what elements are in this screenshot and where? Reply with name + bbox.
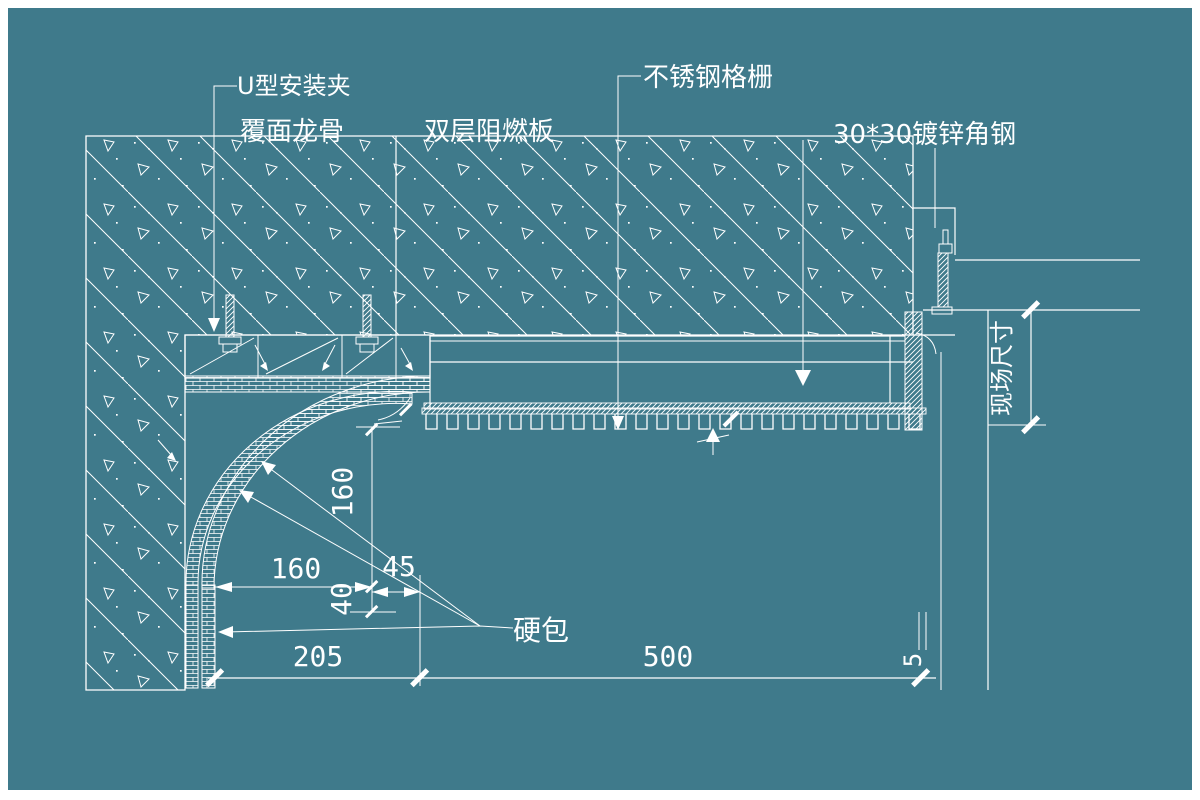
vertical-panel-inner: [201, 584, 216, 689]
anchor-bolt-u-clip: [355, 294, 379, 353]
label-galvanized-angle: 30*30镀锌角钢: [833, 120, 1016, 150]
label-site-dimension: 现场尺寸: [988, 320, 1016, 416]
text-labels: U型安装夹 覆面龙骨 双层阻燃板 不锈钢格栅 30*30镀锌角钢 硬包 现场尺寸…: [237, 63, 1016, 673]
grille-field-mark: [696, 410, 740, 455]
hard-panel-leader-arc2: [241, 491, 481, 627]
u-clip-leader: [213, 85, 237, 324]
dim-160-horizontal: 160: [271, 552, 322, 585]
label-double-fire-board: 双层阻燃板: [424, 117, 554, 147]
dim-40: 40: [325, 582, 358, 616]
end-blocking-strip: [904, 311, 923, 431]
label-furring-channel: 覆面龙骨: [240, 117, 344, 147]
fixing-arrows: [157, 344, 413, 461]
dim-500: 500: [643, 640, 694, 673]
grille-top-bar: [421, 407, 927, 415]
board-grille-assembly: [421, 311, 937, 434]
grille-leader: [617, 75, 641, 422]
dim-205: 205: [293, 640, 344, 673]
label-u-clip: U型安装夹: [237, 72, 351, 100]
dim-45: 45: [382, 550, 416, 583]
vertical-panel-outer: [185, 584, 199, 689]
galvanized-angle-bracket: [931, 229, 953, 315]
callout-leaders: [208, 75, 936, 638]
label-stainless-grille: 不锈钢格栅: [643, 63, 773, 93]
dim-160-vertical: 160: [326, 467, 359, 518]
dim-5: 5: [899, 653, 927, 667]
slab-step-outline: [913, 207, 956, 255]
dimension-annotations: [205, 300, 1046, 688]
furring-channel-zone: [157, 334, 431, 461]
anchor-bolt-u-clip: [218, 294, 242, 353]
corner-cove-arc: [915, 332, 937, 355]
curved-hard-panel: [184, 375, 431, 689]
label-hard-panel: 硬包: [513, 614, 569, 647]
grille-teeth: [422, 414, 926, 434]
